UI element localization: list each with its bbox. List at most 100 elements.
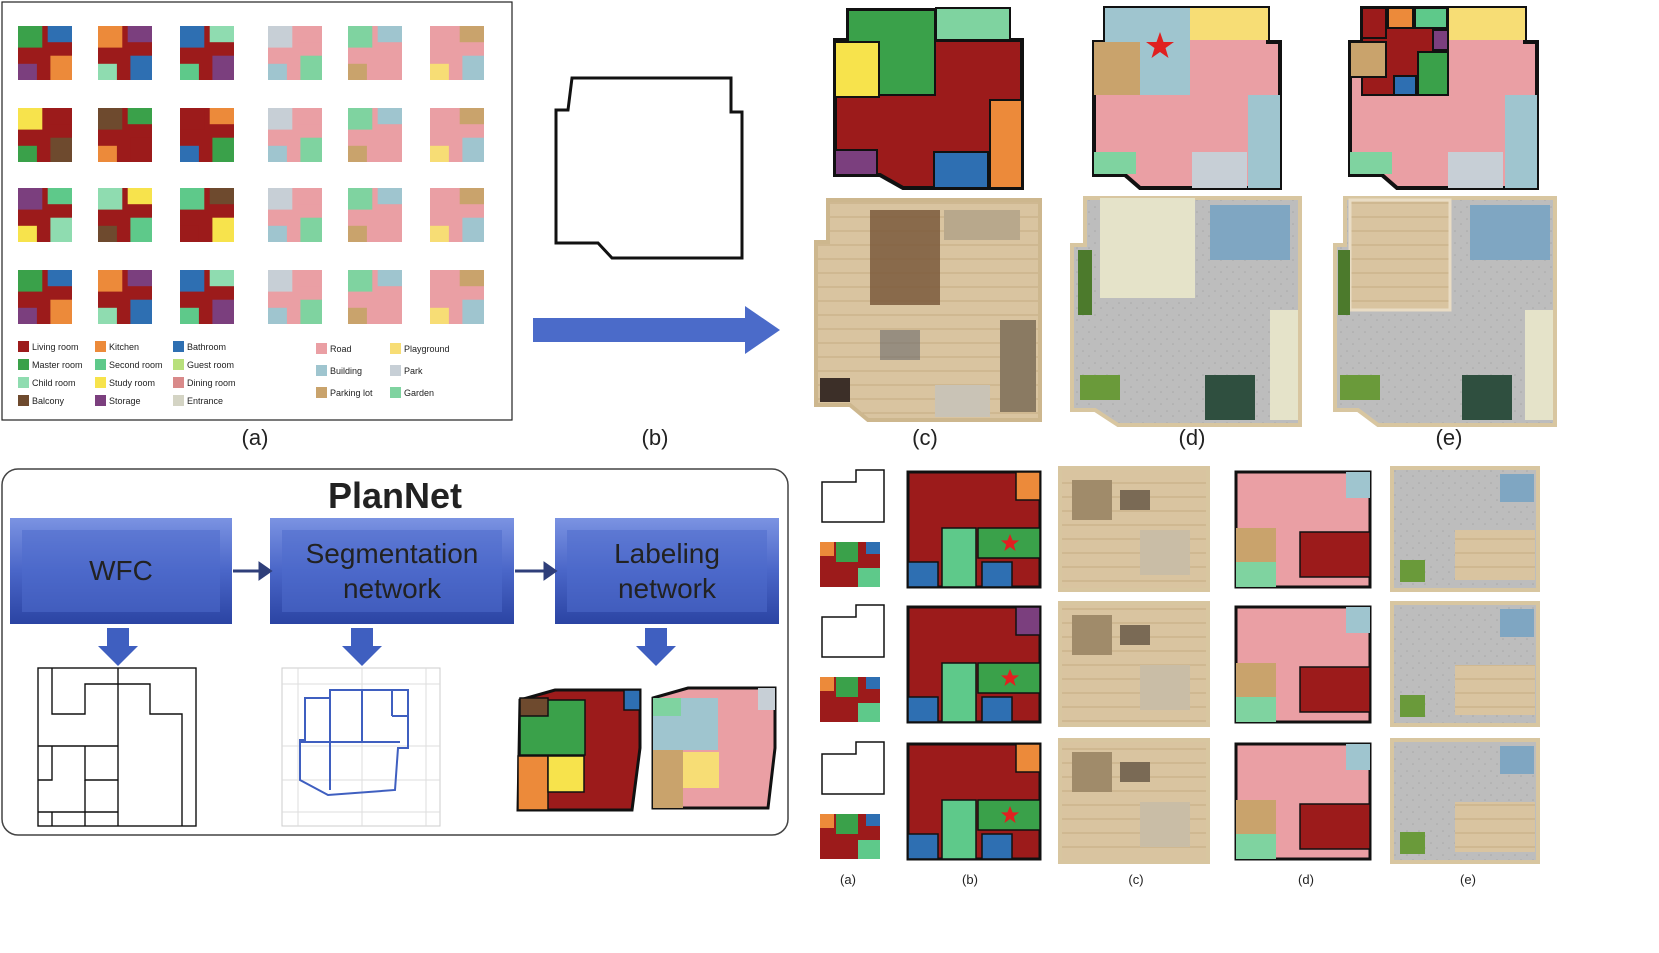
legend-label: Dining room	[187, 378, 236, 388]
legend-item: Playground	[390, 343, 450, 354]
step-labeling-line2: network	[618, 573, 717, 604]
legend-label: Bathroom	[187, 342, 226, 352]
legend-item: Bathroom	[173, 341, 226, 352]
legend-label: Playground	[404, 344, 450, 354]
legend-label: Guest room	[187, 360, 234, 370]
star-icon	[1001, 806, 1019, 823]
legend-swatch	[173, 377, 184, 388]
floorplan-thumbnail	[430, 108, 484, 162]
step-wfc-label: WFC	[89, 555, 153, 586]
legend-label: Park	[404, 366, 423, 376]
example-floorplan	[906, 605, 1042, 724]
legend-item: Guest room	[173, 359, 234, 370]
legend-swatch	[173, 395, 184, 406]
boundary-outline	[821, 469, 885, 523]
example-outdoor-plan	[1234, 742, 1372, 861]
legend-swatch	[316, 387, 327, 398]
example-render	[1058, 466, 1210, 592]
floorplan-thumbnail	[348, 26, 402, 80]
legend-label: Road	[330, 344, 352, 354]
wfc-output	[37, 667, 197, 827]
floorplan-thumbnail	[180, 270, 234, 324]
render-e	[1333, 196, 1557, 427]
caption-b: (b)	[642, 425, 669, 450]
floorplan-thumbnail	[98, 188, 152, 242]
floorplan-thumbnail	[180, 188, 234, 242]
caption-small-e: (e)	[1460, 872, 1476, 887]
legend-item: Balcony	[18, 395, 65, 406]
examples-grid	[820, 466, 1540, 864]
legend-swatch	[173, 341, 184, 352]
example-row	[820, 601, 1540, 727]
legend-item: Road	[316, 343, 352, 354]
floorplan-thumbnail	[820, 814, 880, 859]
floorplan-thumbnail	[18, 108, 72, 162]
legend-swatch	[390, 365, 401, 376]
legend-item: Kitchen	[95, 341, 139, 352]
boundary-outline	[821, 604, 885, 658]
example-outdoor-plan	[1234, 605, 1372, 724]
legend-item: Entrance	[173, 395, 223, 406]
example-outdoor-render	[1390, 601, 1540, 727]
floorplan-thumbnail	[430, 26, 484, 80]
floorplan-thumbnail	[268, 188, 322, 242]
floorplan-thumbnail-grid	[18, 26, 484, 324]
plannet-title: PlanNet	[328, 475, 462, 516]
legend-item: Dining room	[173, 377, 236, 388]
floorplan-thumbnail	[268, 270, 322, 324]
legend-item: Child room	[18, 377, 76, 388]
legend-swatch	[316, 365, 327, 376]
example-render	[1058, 601, 1210, 727]
floorplan-thumbnail	[348, 188, 402, 242]
floorplan-thumbnail	[98, 108, 152, 162]
arrow-down-icon	[98, 628, 676, 666]
example-row	[820, 738, 1540, 864]
legend-swatch	[18, 377, 29, 388]
plannet-panel: PlanNet WFC Segmentation network Labelin…	[1, 468, 789, 836]
legend-item: Second room	[95, 359, 163, 370]
legend-label: Second room	[109, 360, 163, 370]
legend-swatch	[18, 359, 29, 370]
render-d	[1070, 196, 1302, 427]
floorplan-thumbnail	[18, 188, 72, 242]
legend-label: Building	[330, 366, 362, 376]
floorplan-thumbnail	[18, 26, 72, 80]
legend-swatch	[95, 377, 106, 388]
legend-swatch	[18, 341, 29, 352]
step-segmentation-line1: Segmentation	[306, 538, 479, 569]
example-floorplan	[906, 742, 1042, 861]
floorplan-thumbnail	[98, 270, 152, 324]
star-icon	[1001, 669, 1019, 686]
floorplan-thumbnail	[98, 26, 152, 80]
legend-swatch	[173, 359, 184, 370]
render-c	[814, 198, 1042, 422]
segmentation-output	[281, 667, 441, 827]
legend-swatch	[18, 395, 29, 406]
caption-small-b: (b)	[962, 872, 978, 887]
example-outdoor-render	[1390, 738, 1540, 864]
legend-swatch	[95, 395, 106, 406]
floorplan-thumbnail	[348, 108, 402, 162]
caption-small-a: (a)	[840, 872, 856, 887]
legend-item: Storage	[95, 395, 141, 406]
example-outdoor-plan	[1234, 470, 1372, 589]
legend-label: Parking lot	[330, 388, 373, 398]
caption-a: (a)	[242, 425, 269, 450]
legend-item: Living room	[18, 341, 79, 352]
example-render	[1058, 738, 1210, 864]
floorplan-thumbnail	[268, 26, 322, 80]
legend-item: Study room	[95, 377, 155, 388]
boundary-outline	[821, 741, 885, 795]
floorplan-c	[833, 7, 1024, 190]
example-row	[820, 466, 1540, 592]
caption-c: (c)	[912, 425, 938, 450]
example-floorplan	[906, 470, 1042, 589]
arrow-right-icon	[533, 306, 780, 354]
legend-label: Study room	[109, 378, 155, 388]
legend-swatch	[390, 387, 401, 398]
legend-label: Master room	[32, 360, 83, 370]
legend-label: Child room	[32, 378, 76, 388]
floorplan-e	[1348, 6, 1539, 190]
step-labeling: Labeling network	[555, 518, 779, 624]
star-icon	[1146, 32, 1174, 58]
